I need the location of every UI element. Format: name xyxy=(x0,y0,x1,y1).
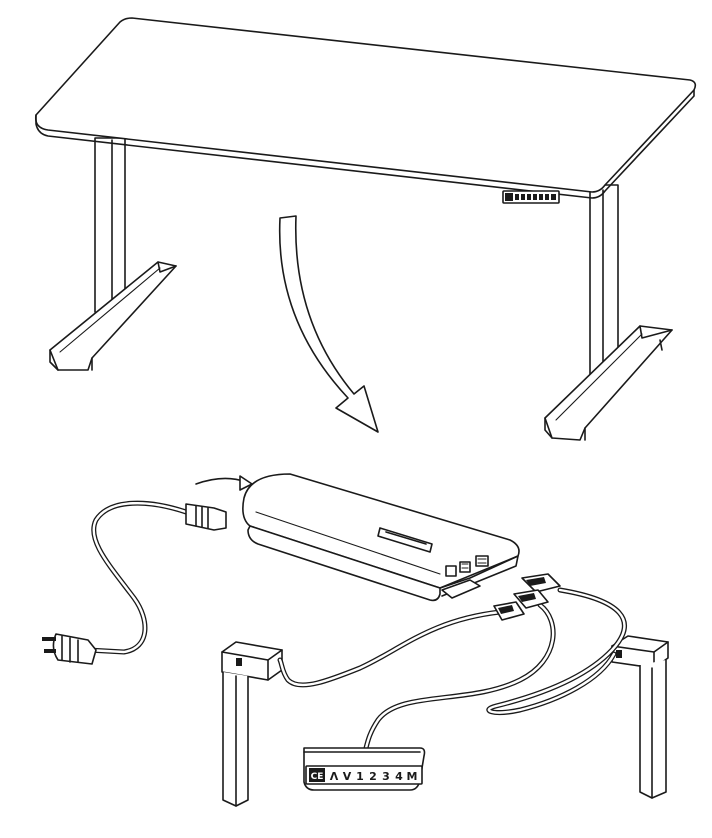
keypad-button-0: Λ xyxy=(330,770,339,783)
desk-keypad-small xyxy=(502,190,560,204)
insert-arrow xyxy=(195,475,253,491)
left-leg-motor xyxy=(221,641,283,807)
connector-left-leg xyxy=(493,601,525,621)
connector-keypad xyxy=(513,589,549,609)
power-plug xyxy=(42,633,97,665)
desk-top xyxy=(34,17,697,199)
connector-right-leg xyxy=(521,573,561,593)
assembled-desk xyxy=(34,17,697,441)
keypad-button-6: M xyxy=(407,770,418,783)
keypad-button-5: 4 xyxy=(395,770,403,783)
keypad-button-2: 1 xyxy=(356,770,364,783)
curved-arrow xyxy=(278,215,379,433)
cables xyxy=(85,500,627,751)
keypad-button-3: 2 xyxy=(369,770,377,783)
desk-left-leg xyxy=(49,137,177,371)
right-leg-motor xyxy=(611,635,669,799)
control-box xyxy=(242,473,520,602)
desk-right-leg xyxy=(544,184,673,441)
iec-connector xyxy=(185,503,227,531)
keypad-logo: CE xyxy=(311,772,324,782)
keypad-button-4: 3 xyxy=(382,770,390,783)
keypad-button-1: V xyxy=(343,770,352,783)
